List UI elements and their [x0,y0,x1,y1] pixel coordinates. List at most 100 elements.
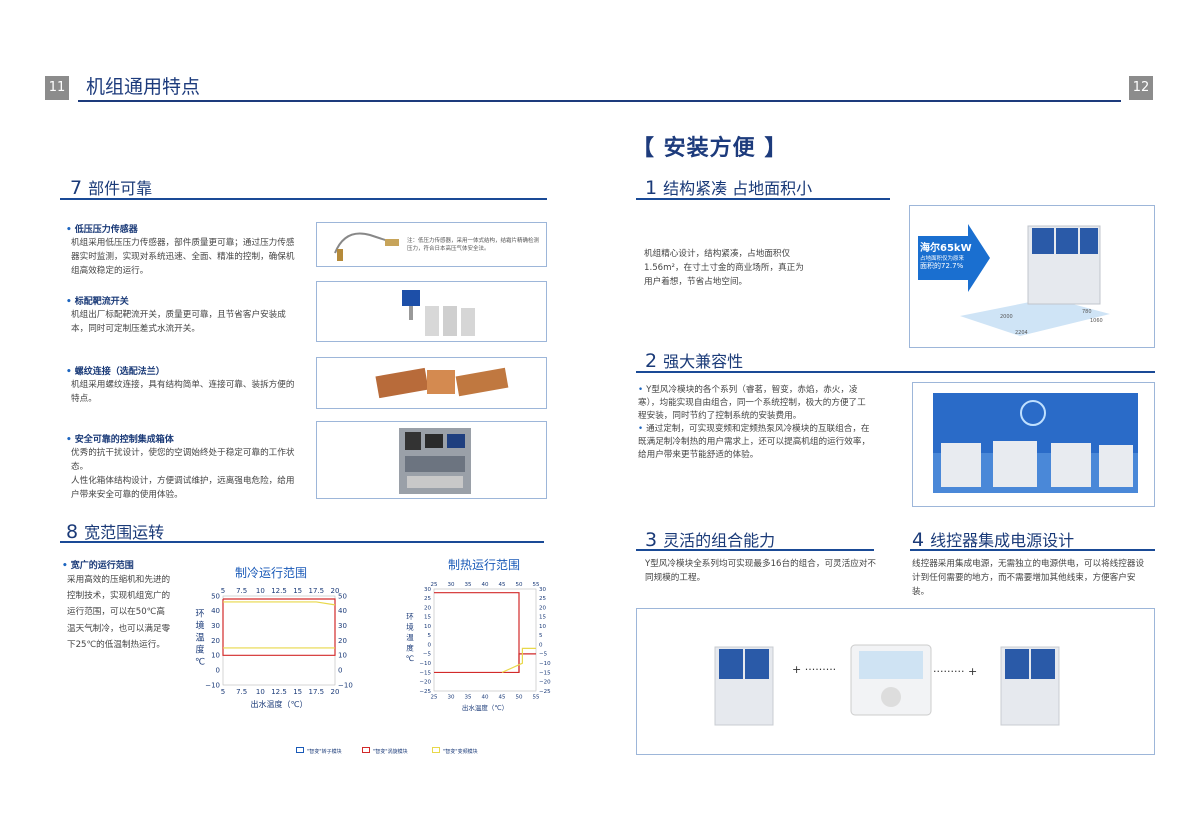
y-tick-label: 10 [211,652,220,660]
y-axis-label-char: 温 [406,633,414,642]
feature-flow-switch-title: •标配靶流开关 [66,297,129,307]
x-tick-label-top: 20 [331,587,340,595]
threaded-connection-image-box [316,357,547,409]
plot-area [433,588,537,692]
badge-line-3: 面积的72.7% [920,262,964,270]
y-axis-label-char: ℃ [406,654,414,663]
connector-left: + ········· [792,663,837,676]
connector-right: ········· + [933,665,978,678]
x-tick-label: 40 [482,695,489,701]
y-tick-label-right: −5 [539,652,548,658]
heating-chart-title: 制热运行范围 [448,558,520,572]
y-tick-label: −10 [419,661,431,667]
y-tick-label: −5 [423,652,432,658]
y-tick-label-right: 5 [539,633,543,639]
cooling-range-chart: 制冷运行范围 557.57.5101012.512.5151517.517.52… [195,566,353,709]
section-7-title: 部件可靠 [88,179,153,198]
dim-780: 780 [1082,309,1092,315]
flow-switch-image [402,290,475,336]
y-tick-label-right: 20 [539,605,546,611]
y-tick-label: 50 [211,592,220,600]
page-title: 机组通用特点 [86,76,201,98]
x-tick-label-top: 15 [293,587,302,595]
x-tick-label: 20 [331,688,340,696]
x-tick-label: 7.5 [236,688,247,696]
cooling-chart-title: 制冷运行范围 [235,566,307,580]
y-axis-label-char: 境 [195,620,204,632]
section-2-item-2: •通过定制，可实现变频和定频热泵风冷模块的互联组合，在既满足制冷制热的用户需求上… [638,424,871,460]
wide-range-title: •宽广的运行范围 [62,561,134,571]
y-tick-label: 30 [424,587,431,593]
control-box-image-box [316,421,547,499]
x-tick-label-top: 35 [465,582,472,588]
y-tick-label: 0 [216,667,220,675]
x-tick-label: 25 [431,695,438,701]
x-axis-label: 出水温度（℃） [251,699,308,709]
y-tick-label: 25 [424,596,431,602]
feature-control-box-text: 优秀的抗干扰设计，使您的空调始终处于稳定可靠的工作状态。 [71,448,295,472]
y-tick-label: −15 [419,670,431,676]
section-7-rule [60,198,547,200]
dim-2204: 2204 [1015,330,1028,336]
y-tick-label-right: 10 [539,624,546,630]
y-tick-label-right: 40 [338,607,347,615]
section-4-text: 线控器采用集成电源，无需独立的电源供电，可以将线控器设计到任何需要的地方，而不需… [912,559,1145,597]
right-page-number: 12 [1129,76,1153,100]
y-tick-label: 40 [211,607,220,615]
feature-control-box-title: •安全可靠的控制集成箱体 [66,435,174,445]
series-line-2 [501,647,536,674]
y-tick-label: −25 [419,689,431,695]
x-tick-label: 35 [465,695,472,701]
y-tick-label: 10 [424,624,431,630]
badge-line-2: 占地面积仅为原来 [920,256,965,262]
legend-rotor: "智变"转子模块 [296,747,342,755]
feature-control-box-text-2: 人性化箱体结构设计，方便调试维护，远离强电危险，给用户带来安全可靠的使用体验。 [71,476,295,500]
y-axis-label-char: 环 [195,609,204,620]
section-1-text: 机组精心设计，结构紧凑，占地面积仅1.56m²，在寸土寸金的商业场所，真正为用户… [644,249,804,287]
x-tick-label: 17.5 [309,688,325,696]
section-3-rule [636,549,874,551]
y-axis-label-char: 环 [406,612,414,621]
x-tick-label-top: 5 [221,587,225,595]
controller-image-box: + ········· ········· + [636,608,1155,755]
section-8-title: 宽范围运转 [84,523,165,542]
series-line-1 [223,601,336,606]
footprint-image-box: 海尔65kW 占地面积仅为原来 面积的72.7% 2000 2204 780 1… [909,205,1155,348]
feature-pressure-sensor-title: •低压压力传感器 [66,225,138,235]
series-line-0 [222,598,336,656]
flow-switch-image-box [316,281,547,342]
y-axis-label-char: 境 [406,622,414,632]
controller-illustration [714,644,1060,726]
x-tick-label: 12.5 [271,688,287,696]
y-tick-label-right: 25 [539,596,546,602]
y-tick-label-right: 30 [338,622,347,630]
x-tick-label-top: 55 [533,582,540,588]
y-axis-label-char: 度 [195,644,204,656]
y-tick-label: 15 [424,615,431,621]
y-tick-label-right: −20 [539,680,551,686]
series-line-0 [434,592,520,674]
compatibility-illustration [933,393,1138,493]
section-4-rule [910,549,1155,551]
feature-threaded-connection-text: 机组采用螺纹连接，具有结构简单、连接可靠、装拆方便的特点。 [71,380,295,404]
wide-range-text: 采用高效的压缩机和先进的控制技术，实现机组宽广的运行范围，可以在50℃高温天气制… [67,575,171,650]
y-tick-label: 30 [211,622,220,630]
x-tick-label-top: 7.5 [236,587,247,595]
dim-1060: 1060 [1090,318,1103,324]
x-tick-label: 5 [221,688,225,696]
y-axis-label-char: 温 [195,633,204,644]
section-3-text: Y型风冷模块全系列均可实现最多16台的组合，可灵活应对不同规模的工程。 [645,559,877,583]
dim-2000: 2000 [1000,314,1013,320]
pressure-sensor-image-box: 注：低压力传感器，采用一体式结构，结霜片精确检测压力，符合日本高压气体安全法。 [316,222,547,267]
y-tick-label-right: −10 [539,661,551,667]
pressure-sensor-note: 注：低压力传感器，采用一体式结构，结霜片精确检测压力，符合日本高压气体安全法。 [407,238,540,252]
y-tick-label-right: −25 [539,689,551,695]
x-tick-label-top: 17.5 [309,587,325,595]
y-tick-label-right: 10 [338,652,347,660]
y-tick-label-right: 20 [338,637,347,645]
x-tick-label: 55 [533,695,540,701]
x-tick-label-top: 12.5 [271,587,287,595]
